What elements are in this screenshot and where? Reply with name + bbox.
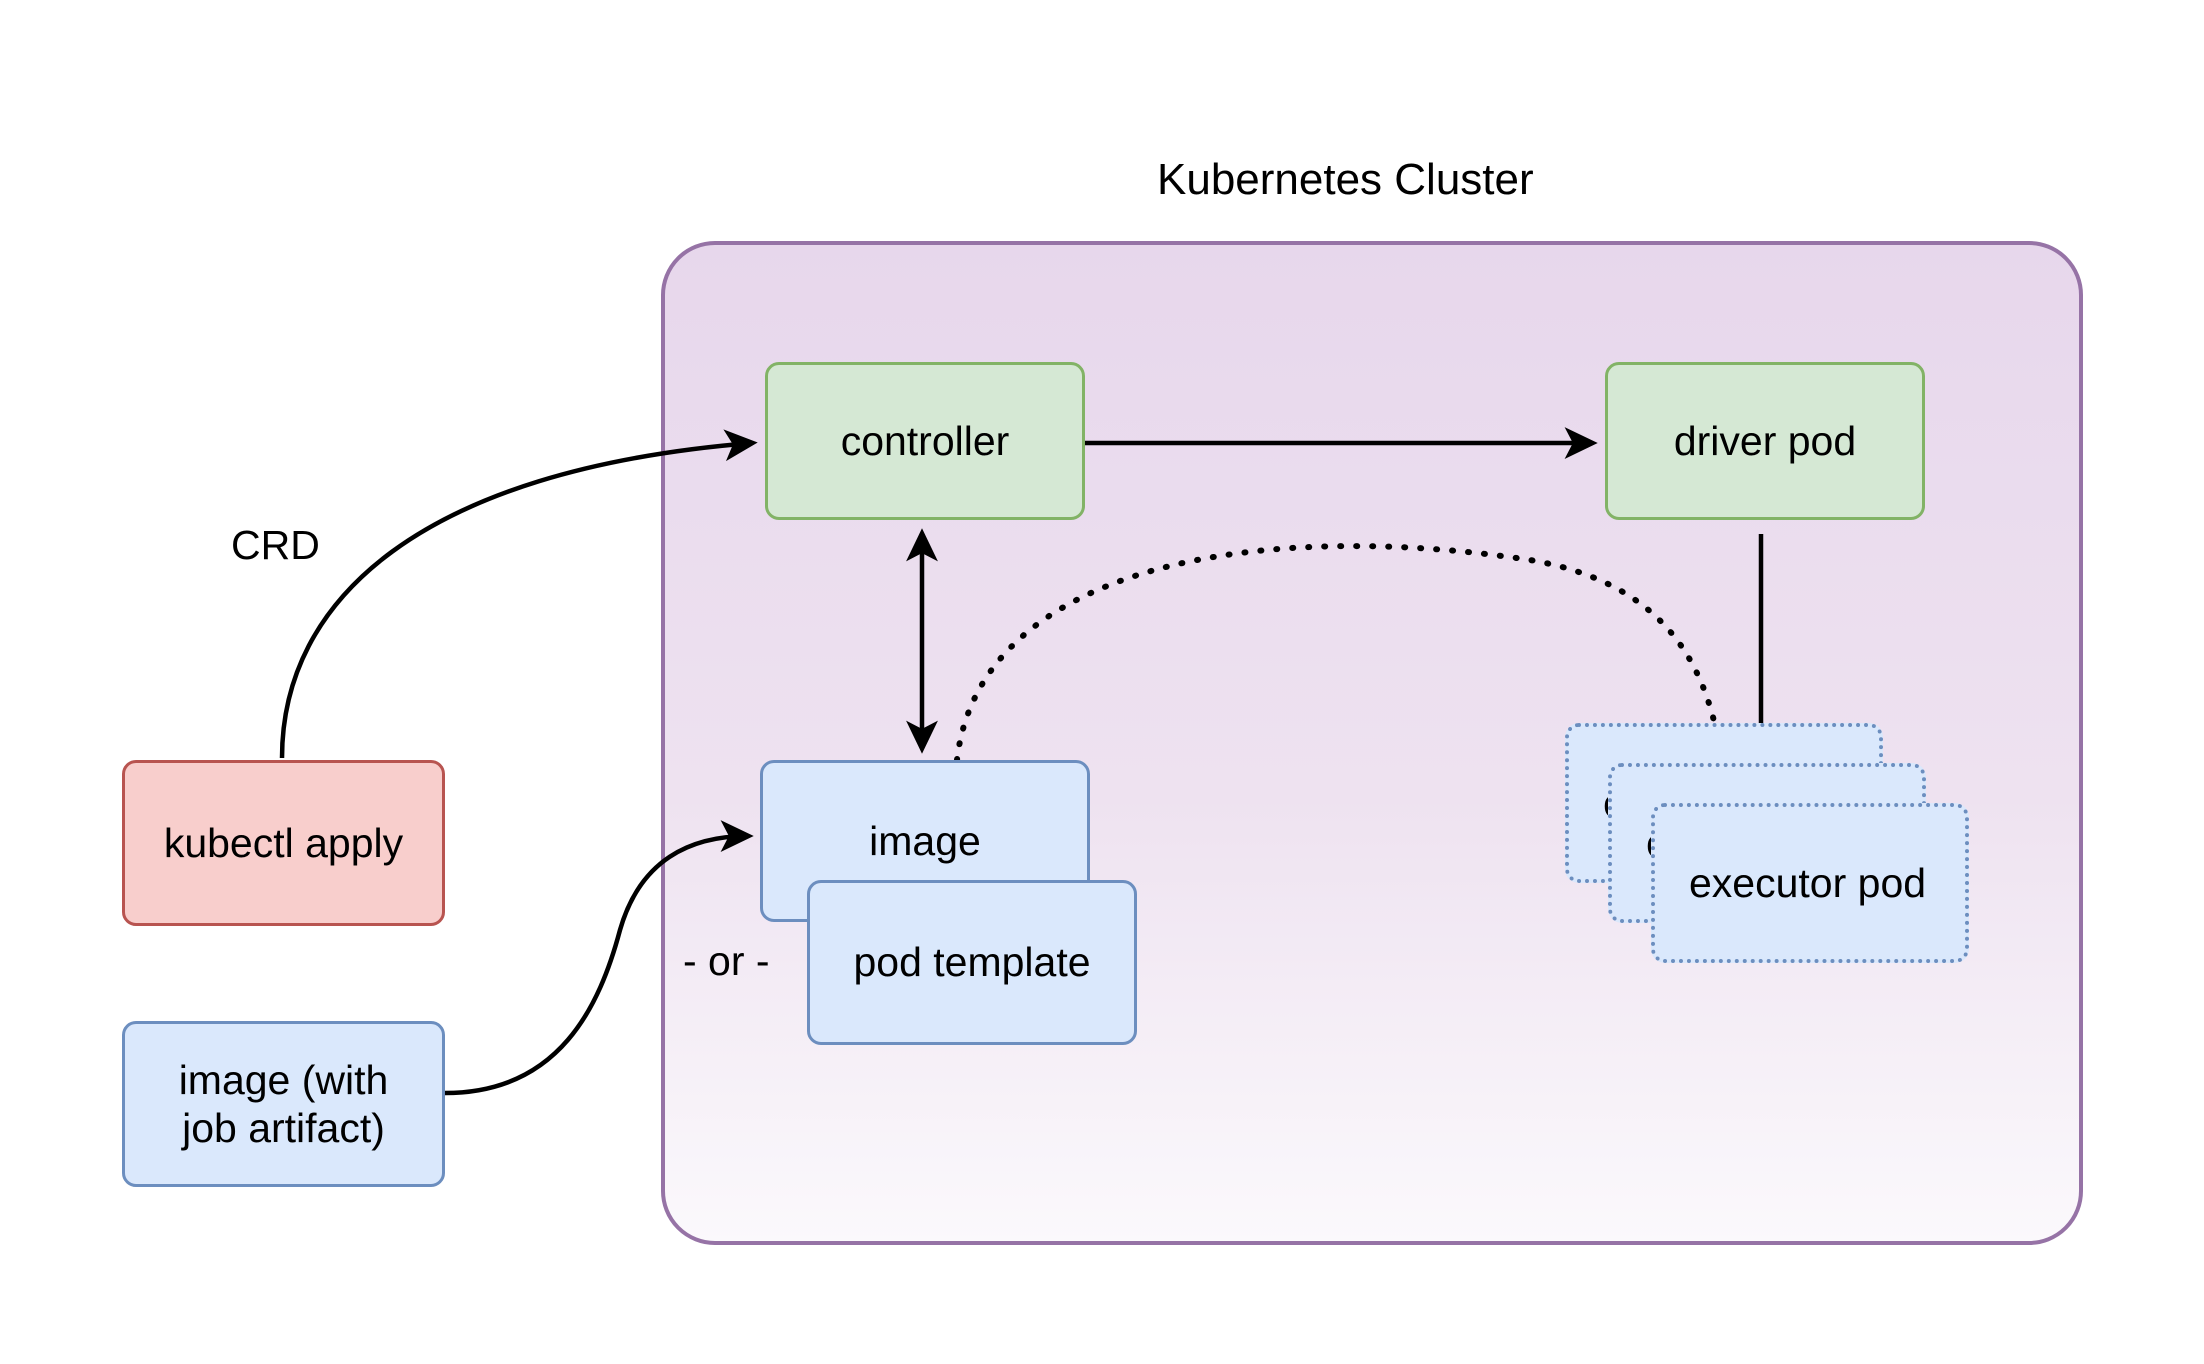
node-controller[interactable]: controller	[765, 362, 1085, 520]
node-pod-template[interactable]: pod template	[807, 880, 1137, 1045]
or-label: - or -	[683, 938, 770, 984]
crd-label: CRD	[231, 522, 320, 568]
node-executor-pod-front[interactable]: executor pod	[1651, 803, 1969, 963]
cluster-title: Kubernetes Cluster	[1157, 155, 1534, 204]
edge-kubectl-to-controller	[279, 429, 758, 759]
node-driver-pod[interactable]: driver pod	[1605, 362, 1925, 520]
node-image-with-job-artifact[interactable]: image (with job artifact)	[122, 1021, 445, 1187]
node-kubectl-apply[interactable]: kubectl apply	[122, 760, 445, 926]
